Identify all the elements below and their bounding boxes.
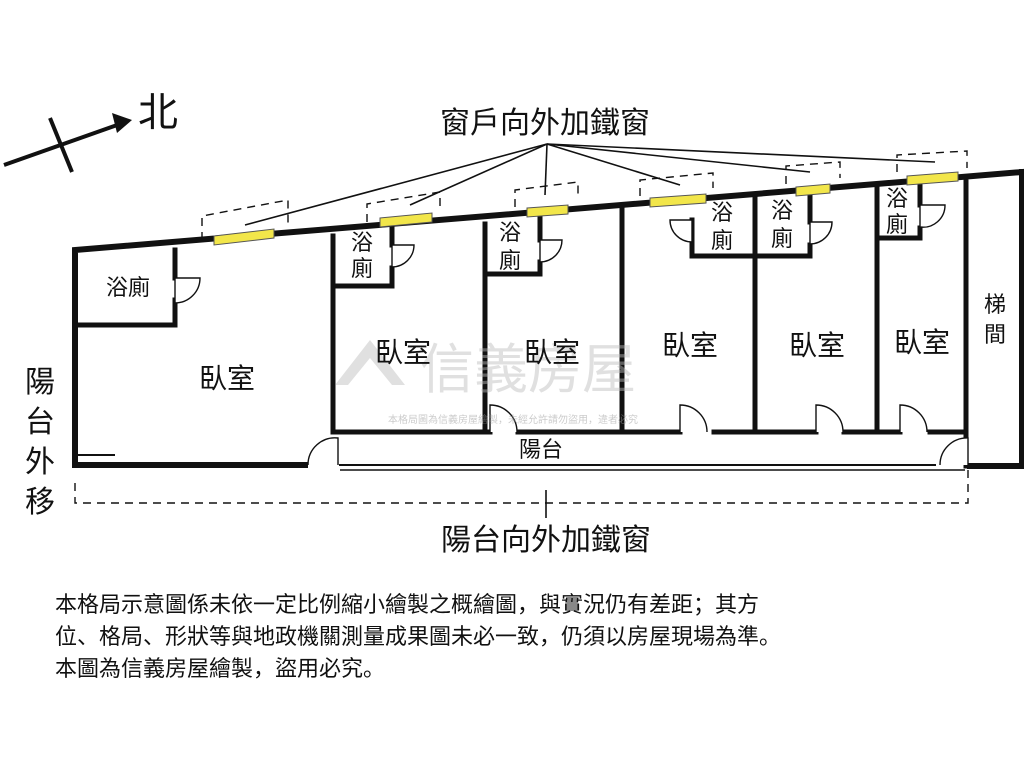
balcony-shift-char1: 陽 bbox=[25, 365, 55, 400]
bathroom-2-char1: 浴 bbox=[351, 231, 373, 256]
watermark-note: 本格局圖為信義房屋繪製，未經允許請勿盜用，違者必究 bbox=[388, 413, 638, 426]
bathroom-5-char2: 廁 bbox=[771, 227, 793, 252]
interior-walls bbox=[72, 183, 969, 435]
balcony-shift-char2: 台 bbox=[25, 405, 55, 440]
bathroom-3-char1: 浴 bbox=[499, 221, 521, 246]
window-leader-lines bbox=[244, 143, 936, 226]
bathroom-6-char2: 廁 bbox=[886, 213, 908, 238]
balcony-shift-char4: 移 bbox=[25, 485, 55, 520]
north-arrow-icon bbox=[3, 113, 132, 173]
balcony-shift-char3: 外 bbox=[25, 445, 55, 480]
bedroom-6-label: 臥室 bbox=[894, 326, 950, 359]
stair-char2: 間 bbox=[984, 323, 1006, 348]
bedroom-1-label: 臥室 bbox=[199, 362, 255, 395]
bathroom-3-char2: 廁 bbox=[499, 249, 521, 274]
bathroom-6-char1: 浴 bbox=[886, 187, 908, 212]
disclaimer: 本格局示意圖係未依一定比例縮小繪製之概繪圖，與實況仍有差距；其方 位、格局、形狀… bbox=[55, 590, 985, 686]
balcony-label: 陽台 bbox=[519, 438, 563, 463]
bedroom-2-label: 臥室 bbox=[375, 336, 431, 369]
watermark: 信義房屋 本格局圖為信義房屋繪製，未經允許請勿盜用，違者必究 bbox=[335, 338, 638, 426]
bathroom-1-label: 浴廁 bbox=[106, 276, 150, 301]
bathroom-4-char2: 廁 bbox=[711, 229, 733, 254]
bedroom-5-label: 臥室 bbox=[789, 329, 845, 362]
door-swings bbox=[174, 204, 969, 466]
bedroom-3-label: 臥室 bbox=[524, 336, 580, 369]
balcony-windows-label: 陽台向外加鐵窗 bbox=[441, 523, 651, 558]
windows-label: 窗戶向外加鐵窗 bbox=[440, 106, 650, 141]
stair-char1: 梯 bbox=[984, 293, 1006, 318]
iron-window-boxes bbox=[201, 150, 968, 240]
disclaimer-line-2: 位、格局、形狀等與地政機關測量成果圖未必一致，仍須以房屋現場為準。 bbox=[55, 625, 782, 650]
bathroom-2-char2: 廁 bbox=[351, 257, 373, 282]
watermark-brand: 信義房屋 bbox=[420, 338, 636, 401]
disclaimer-line-1: 本格局示意圖係未依一定比例縮小繪製之概繪圖，與實況仍有差距；其方 bbox=[55, 593, 760, 618]
bathroom-5-char1: 浴 bbox=[771, 199, 793, 224]
disclaimer-line-3: 本圖為信義房屋繪製，盜用必究。 bbox=[55, 657, 386, 682]
north-label: 北 bbox=[138, 90, 178, 136]
window-bars bbox=[213, 171, 959, 246]
bedroom-4-label: 臥室 bbox=[662, 329, 718, 362]
bathroom-4-char1: 浴 bbox=[711, 201, 733, 226]
